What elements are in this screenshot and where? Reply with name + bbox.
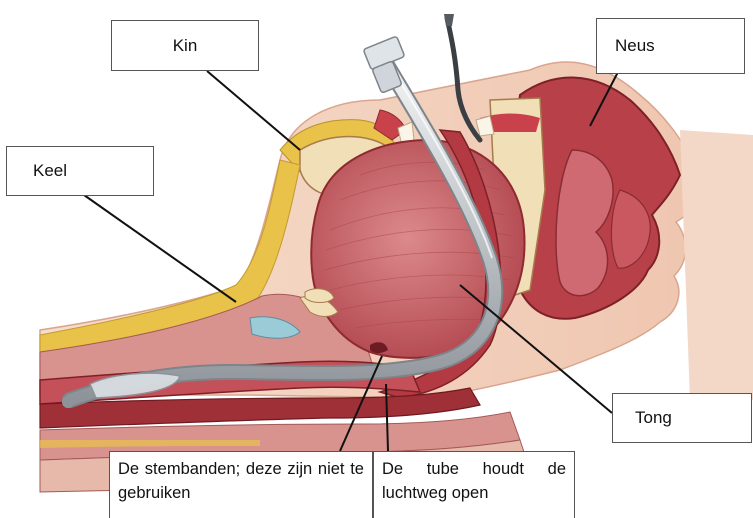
label-neus: Neus <box>596 18 745 74</box>
label-kin: Kin <box>111 20 259 71</box>
label-tong-text: Tong <box>635 408 672 428</box>
label-stembanden: De stembanden; deze zijn niet te gebruik… <box>109 451 373 518</box>
tube-tip <box>62 396 74 408</box>
label-stembanden-text: De stembanden; deze zijn niet te gebruik… <box>118 460 364 502</box>
label-keel: Keel <box>6 146 154 196</box>
nasal-turbinate <box>556 150 613 296</box>
leader-keel <box>84 195 236 302</box>
leader-kin <box>207 71 300 150</box>
stylet-tip <box>444 14 454 26</box>
label-tube-text: De tube houdt de luchtweg open <box>382 460 566 502</box>
neck-back-skin <box>680 130 753 400</box>
label-tong: Tong <box>612 393 752 443</box>
tube-connector <box>363 36 405 93</box>
label-kin-text: Kin <box>173 36 198 56</box>
label-keel-text: Keel <box>33 161 67 181</box>
label-neus-text: Neus <box>615 36 655 56</box>
label-tube: De tube houdt de luchtweg open <box>373 451 575 518</box>
